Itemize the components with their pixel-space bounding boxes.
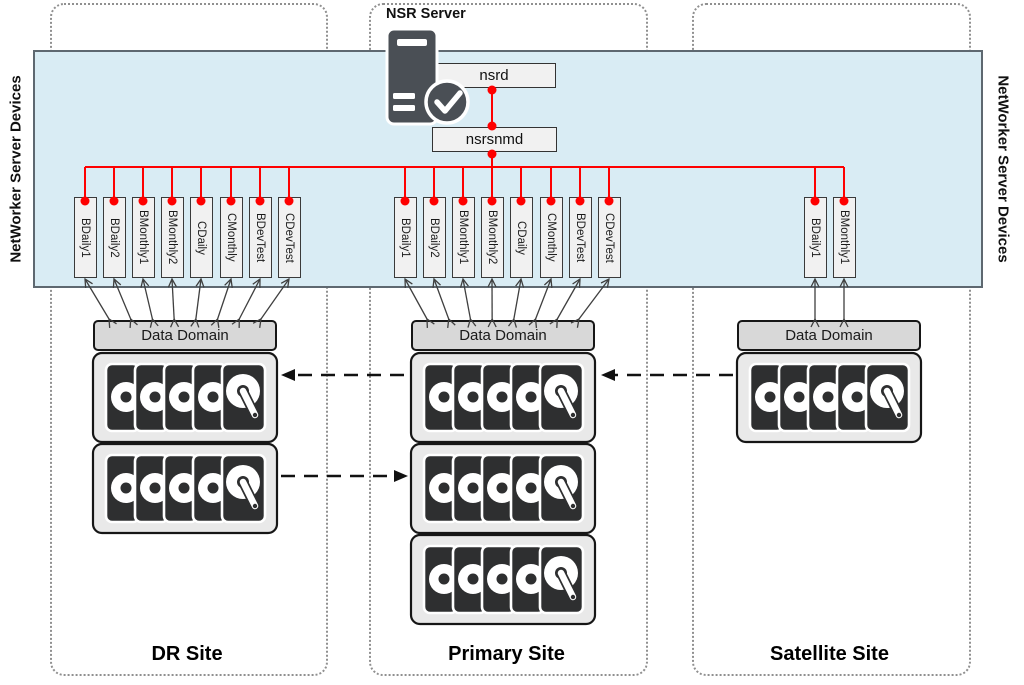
device-box-dr-site: BMonthly1 bbox=[131, 197, 155, 278]
device-label: CMonthly bbox=[545, 213, 557, 262]
device-label: CDaily bbox=[195, 220, 207, 255]
device-label: BDaily2 bbox=[108, 217, 120, 258]
device-box-dr-site: BDaily1 bbox=[73, 197, 97, 278]
site-column-satellite-site bbox=[692, 3, 971, 676]
device-box-primary-site: BDevTest bbox=[568, 197, 592, 278]
device-box-satellite-site: BMonthly1 bbox=[832, 197, 856, 278]
device-box-dr-site: CDaily bbox=[189, 197, 213, 278]
device-box-primary-site: BDaily1 bbox=[393, 197, 417, 278]
device-box-satellite-site: BDaily1 bbox=[803, 197, 827, 278]
device-label: CDevTest bbox=[283, 212, 295, 263]
data-domain-header-dr-site: Data Domain bbox=[93, 320, 277, 351]
band-label-right: NetWorker Server Devices bbox=[994, 75, 1012, 263]
device-label: BDaily1 bbox=[79, 217, 91, 258]
data-domain-header-satellite-site: Data Domain bbox=[737, 320, 921, 351]
device-label: BDevTest bbox=[574, 212, 586, 263]
device-box-primary-site: CDevTest bbox=[597, 197, 621, 278]
device-label: CMonthly bbox=[225, 213, 237, 262]
server-tower-icon bbox=[385, 27, 470, 126]
device-box-primary-site: BMonthly1 bbox=[451, 197, 475, 278]
daemon-box-nsrsnmd: nsrsnmd bbox=[432, 127, 557, 152]
device-box-dr-site: CDevTest bbox=[277, 197, 301, 278]
device-label: CDevTest bbox=[603, 212, 615, 263]
device-box-dr-site: BDevTest bbox=[248, 197, 272, 278]
device-box-primary-site: BDaily2 bbox=[422, 197, 446, 278]
site-column-dr-site bbox=[50, 3, 328, 676]
device-label: BMonthly1 bbox=[838, 210, 850, 265]
device-label: CDaily bbox=[515, 220, 527, 255]
device-box-dr-site: BMonthly2 bbox=[160, 197, 184, 278]
device-box-primary-site: CDaily bbox=[509, 197, 533, 278]
site-label-dr-site: DR Site bbox=[151, 643, 223, 665]
device-label: BDaily1 bbox=[809, 217, 821, 258]
device-box-primary-site: BMonthly2 bbox=[480, 197, 504, 278]
device-label: BMonthly1 bbox=[457, 210, 469, 265]
device-label: BDaily2 bbox=[428, 217, 440, 258]
check-badge-icon bbox=[424, 79, 470, 125]
device-box-dr-site: CMonthly bbox=[219, 197, 243, 278]
device-box-primary-site: CMonthly bbox=[539, 197, 563, 278]
device-box-dr-site: BDaily2 bbox=[102, 197, 126, 278]
data-domain-header-primary-site: Data Domain bbox=[411, 320, 595, 351]
device-label: BDaily1 bbox=[399, 217, 411, 258]
site-label-satellite-site: Satellite Site bbox=[770, 643, 889, 665]
site-label-primary-site: Primary Site bbox=[448, 643, 565, 665]
band-label-left: NetWorker Server Devices bbox=[7, 75, 25, 263]
device-label: BMonthly1 bbox=[137, 210, 149, 265]
device-label: BMonthly2 bbox=[486, 210, 498, 265]
site-column-primary-site bbox=[369, 3, 648, 676]
device-label: BDevTest bbox=[254, 212, 266, 263]
device-label: BMonthly2 bbox=[166, 210, 178, 265]
nsr-server-label: NSR Server bbox=[386, 6, 466, 22]
